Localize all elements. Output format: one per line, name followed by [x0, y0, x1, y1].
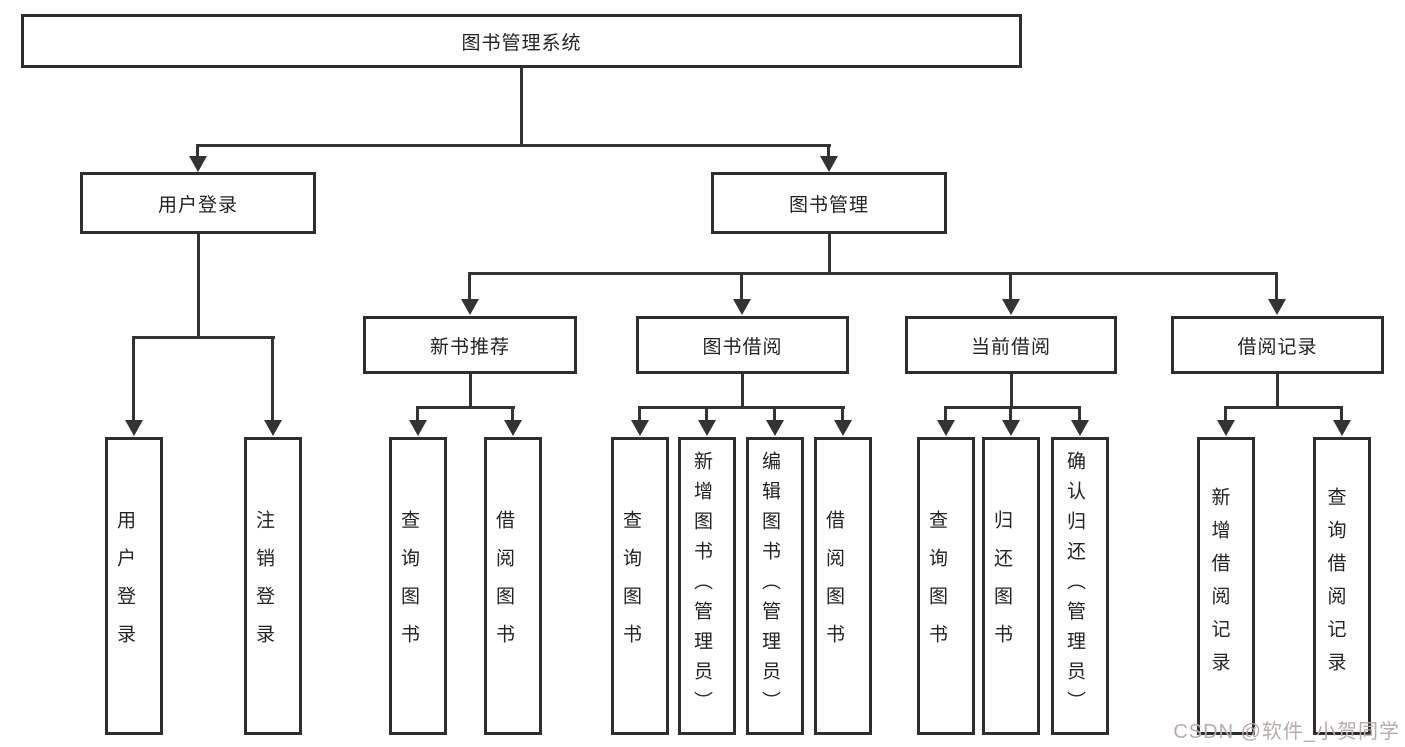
connector-arrow-down	[1002, 272, 1020, 315]
node-label: 新增图书（管理员）	[691, 451, 712, 721]
connector-arrow-down	[834, 406, 852, 436]
connector-line	[469, 374, 472, 408]
node-label: 用户登录	[114, 510, 135, 662]
node-current-borrowing: 当前借阅	[905, 316, 1117, 374]
leaf-add-books-admin: 新增图书（管理员）	[678, 437, 736, 735]
connector-arrow-down	[461, 272, 479, 315]
connector-arrow-down	[1071, 406, 1089, 436]
node-label: 当前借阅	[970, 336, 1051, 358]
connector-arrow-down	[409, 406, 427, 436]
connector-line	[417, 406, 515, 409]
connector-arrow-down	[125, 336, 143, 436]
node-label: 借阅图书	[823, 510, 844, 662]
node-label: 注销登录	[253, 510, 274, 662]
leaf-add-borrow-record: 新增借阅记录	[1197, 437, 1255, 735]
leaf-edit-books-admin: 编辑图书（管理员）	[746, 437, 804, 735]
connector-arrow-down	[189, 144, 207, 172]
connector-arrow-down	[504, 406, 522, 436]
connector-line	[520, 68, 523, 146]
connector-line	[1276, 374, 1279, 408]
node-label: 借阅图书	[493, 510, 514, 662]
connector-arrow-down	[698, 406, 716, 436]
connector-arrow-down	[264, 336, 282, 436]
leaf-query-borrow-record: 查询借阅记录	[1313, 437, 1371, 735]
node-label: 归还图书	[991, 510, 1012, 662]
node-label: 查询图书	[926, 510, 947, 662]
connector-arrow-down	[1333, 406, 1351, 436]
connector-arrow-down	[1002, 406, 1020, 436]
node-label: 图书管理系统	[461, 32, 582, 54]
leaf-logout: 注销登录	[244, 437, 302, 735]
connector-arrow-down	[1268, 272, 1286, 315]
node-label: 图书借阅	[702, 336, 783, 358]
connector-line	[133, 336, 275, 339]
connector-line	[1225, 406, 1343, 409]
connector-line	[828, 234, 831, 274]
node-new-book-recommend: 新书推荐	[363, 316, 577, 374]
node-label: 编辑图书（管理员）	[759, 451, 780, 721]
connector-arrow-down	[733, 272, 751, 315]
connector-line	[469, 272, 1278, 275]
leaf-borrow-books-1: 借阅图书	[484, 437, 542, 735]
leaf-return-books: 归还图书	[982, 437, 1040, 735]
node-book-borrowing: 图书借阅	[636, 316, 849, 374]
leaf-query-books-3: 查询图书	[917, 437, 975, 735]
connector-line	[197, 234, 200, 338]
connector-arrow-down	[766, 406, 784, 436]
node-borrowing-records: 借阅记录	[1171, 316, 1384, 374]
leaf-borrow-books-2: 借阅图书	[814, 437, 872, 735]
connector-line	[197, 144, 831, 147]
connector-line	[741, 374, 744, 408]
leaf-confirm-return-admin: 确认归还（管理员）	[1051, 437, 1109, 735]
leaf-query-books-1: 查询图书	[389, 437, 447, 735]
connector-arrow-down	[631, 406, 649, 436]
node-label: 借阅记录	[1237, 336, 1318, 358]
node-book-management-system: 图书管理系统	[21, 14, 1022, 68]
connector-arrow-down	[1217, 406, 1235, 436]
node-label: 用户登录	[157, 194, 238, 216]
csdn-watermark: CSDN @软件_小贺同学	[1173, 721, 1400, 743]
node-label: 图书管理	[788, 194, 869, 216]
node-label: 新书推荐	[429, 336, 510, 358]
node-user-login-branch: 用户登录	[80, 172, 316, 234]
node-label: 查询借阅记录	[1324, 487, 1346, 685]
connector-arrow-down	[820, 144, 838, 172]
node-label: 查询图书	[398, 510, 419, 662]
node-label: 查询图书	[620, 510, 641, 662]
node-book-management-branch: 图书管理	[711, 172, 947, 234]
node-label: 确认归还（管理员）	[1064, 451, 1085, 721]
connector-arrow-down	[937, 406, 955, 436]
leaf-user-login: 用户登录	[105, 437, 163, 735]
connector-line	[945, 406, 1081, 409]
node-label: 新增借阅记录	[1208, 487, 1230, 685]
connector-line	[639, 406, 845, 409]
leaf-query-books-2: 查询图书	[611, 437, 669, 735]
connector-line	[1010, 374, 1013, 408]
